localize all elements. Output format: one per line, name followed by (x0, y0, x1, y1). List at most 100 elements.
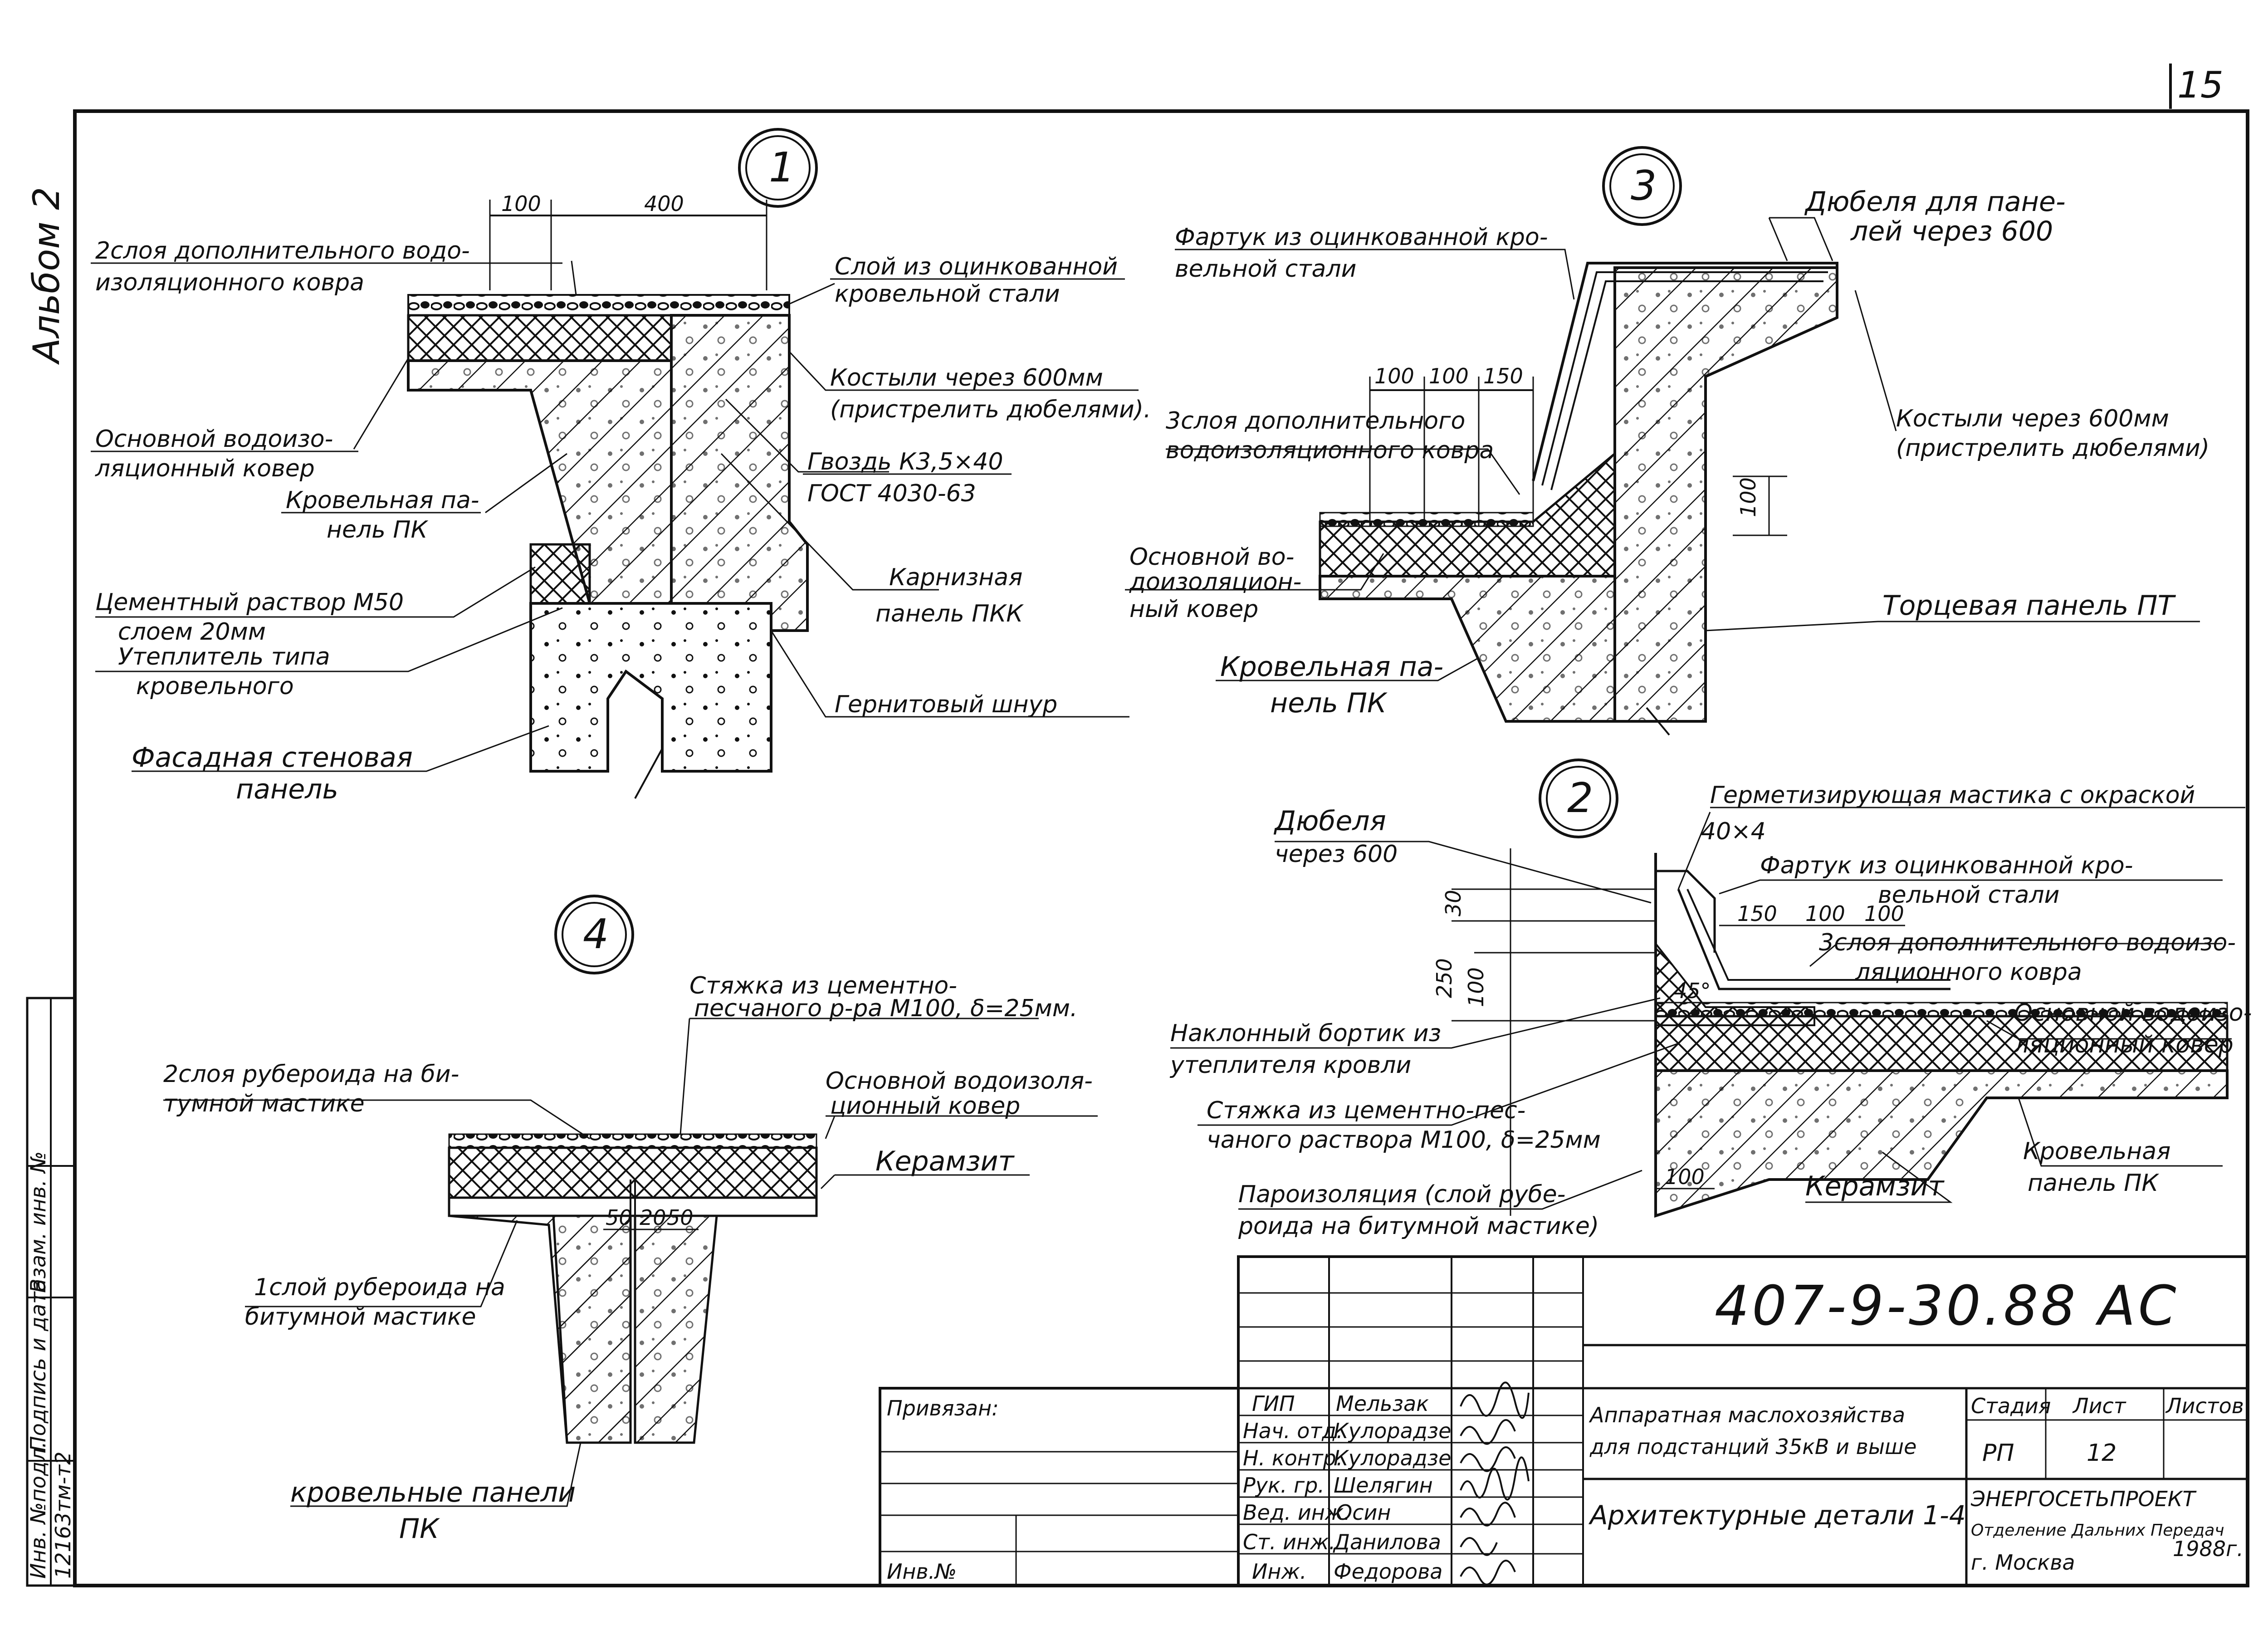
title-block-role-6: Инж. (1252, 1559, 1307, 1584)
detail-1-label-13: панель ПКК (875, 600, 1024, 627)
detail-2-dim-6: 100 (1665, 1165, 1705, 1189)
detail-3-marker: 3 (1631, 162, 1657, 210)
page-number: 15 (2177, 64, 2224, 106)
strip-text-replace: Взам. инв. № (26, 1151, 50, 1293)
detail-4-marker-circle (554, 895, 634, 974)
org-line-3: г. Москва (1971, 1550, 2075, 1575)
detail-2-label-12: Стяжка из цементно-пес- (1207, 1097, 1525, 1124)
detail-1-label-4: Костыли через 600мм (830, 364, 1103, 392)
sheet-title: Архитектурные детали 1-4 (1588, 1500, 1966, 1531)
sheets-header: Листов (2165, 1394, 2244, 1418)
detail-2-label-18: Керамзит (1805, 1170, 1945, 1202)
year: 1988г. (2173, 1537, 2244, 1561)
detail-1-label-9: ГОСТ 4030-63 (807, 480, 976, 507)
detail-3-label-1: лей через 600 (1850, 215, 2053, 247)
title-block-role-5: Ст. инж. (1243, 1530, 1335, 1554)
detail-1-label-7: ляционный ковер (95, 455, 315, 482)
detail-2-label-10: Наклонный бортик из (1170, 1020, 1441, 1047)
detail-3-label-4: 3слоя дополнительного (1166, 407, 1465, 435)
detail-1-label-20: панель (236, 773, 338, 805)
sheet-number: 12 (2087, 1439, 2116, 1467)
title-block-bound-label: Привязан: (887, 1396, 999, 1420)
detail-2-dim-5: 100 (1864, 901, 1904, 926)
detail-2-dim-4: 100 (1805, 901, 1845, 926)
stage-value: РП (1982, 1439, 2014, 1467)
detail-3-marker-circle (1602, 146, 1682, 226)
detail-2-label-0: Дюбеля (1273, 805, 1386, 837)
detail-1-label-8: Гвоздь К3,5×40 (807, 448, 1003, 475)
detail-3-label-13: нель ПК (1270, 687, 1388, 719)
sheet-header: Лист (2072, 1394, 2126, 1418)
detail-2-dim-7: 45° (1674, 979, 1711, 1003)
org-line-1: ЭНЕРГОСЕТЬПРОЕКТ (1970, 1487, 2197, 1511)
title-block-name-6: Федорова (1334, 1559, 1443, 1584)
title-block-name-4: Осин (1336, 1500, 1391, 1525)
detail-2-label-4: Фартук из оцинкованной кро- (1760, 852, 2133, 879)
detail-1-label-12: Карнизная (889, 564, 1022, 591)
org-line-2: Отделение Дальних Передач (1971, 1521, 2224, 1540)
detail-2-label-8: Основной водоизо- (2014, 999, 2252, 1027)
detail-3-dim-3: 100 (1736, 477, 1760, 517)
album-label: Альбом 2 (25, 187, 68, 365)
strip-text-inv: Инв. №подл. (26, 1441, 50, 1579)
detail-2-dim-3: 150 (1737, 901, 1777, 926)
detail-2-dim-1: 250 (1432, 958, 1457, 998)
detail-3-label-10: ный ковер (1129, 596, 1258, 623)
detail-4-label-8: битумной мастике (245, 1303, 476, 1331)
detail-1-dim-400: 400 (644, 191, 684, 216)
detail-1-label-10: Кровельная па- (286, 487, 479, 514)
detail-1-label-17: кровельного (136, 673, 294, 700)
detail-3-label-8: Основной во- (1129, 543, 1294, 571)
title-block-name-0: Мельзак (1336, 1391, 1429, 1416)
detail-2-dim-2: 100 (1464, 967, 1488, 1007)
detail-4-label-9: кровельные панели (290, 1477, 576, 1508)
detail-3-label-5: водоизоляционного ковра (1166, 437, 1494, 464)
title-block-name-5: Данилова (1333, 1530, 1441, 1554)
title-block-inv-label: Инв.№ (887, 1559, 957, 1584)
detail-1-label-6: Основной водоизо- (95, 426, 333, 453)
title-block-role-0: ГИП (1252, 1391, 1295, 1416)
detail-3: 3 100 100 150 100 (1125, 146, 2209, 736)
detail-4-dim-0: 50 (606, 1205, 632, 1230)
detail-1-label-3: кровельной стали (835, 280, 1060, 308)
detail-3-label-2: Фартук из оцинкованной кро- (1175, 224, 1548, 251)
detail-1-label-19: Фасадная стеновая (132, 742, 413, 773)
detail-2-label-1: через 600 (1275, 841, 1398, 868)
detail-3-dim-1: 100 (1429, 364, 1469, 388)
detail-1-label-1: изоляционного ковра (95, 269, 364, 296)
detail-1-marker-circle (738, 128, 818, 208)
detail-2-label-14: Кровельная (2023, 1138, 2170, 1165)
detail-3-dim-2: 150 (1483, 364, 1523, 388)
detail-2-label-2: Герметизирующая мастика с окраской (1710, 782, 2195, 809)
detail-1-label-2: Слой из оцинкованной (835, 253, 1118, 280)
detail-1-marker: 1 (769, 144, 795, 191)
detail-1-label-14: Цементный раствор М50 (95, 589, 404, 616)
detail-2-label-3: 40×4 (1701, 818, 1766, 845)
detail-4-label-4: Основной водоизоля- (826, 1067, 1093, 1095)
detail-2-label-11: утеплителя кровли (1169, 1052, 1411, 1079)
title-block-role-2: Н. контр. (1243, 1446, 1343, 1470)
detail-4-label-3: тумной мастике (163, 1090, 365, 1117)
detail-4-marker: 4 (583, 911, 609, 958)
detail-4: 4 50 20 50 Стяжка из цементно- песчаного… (163, 895, 1098, 1545)
detail-3-label-9: доизоляцион- (1129, 568, 1301, 596)
title-block-name-2: Кулорадзе (1334, 1446, 1451, 1470)
detail-4-dim-1: 20 (640, 1205, 666, 1230)
detail-4-label-1: песчаного р-ра М100, δ=25мм. (694, 995, 1078, 1022)
sheet-frame (73, 109, 2249, 1587)
drawing-code: 407-9-30.88 АС (1715, 1275, 2179, 1338)
title-block: Привязан: Инв.№ ГИП Нач. отд. Н. контр. … (879, 1255, 2249, 1587)
detail-2-label-15: панель ПК (2028, 1170, 2159, 1197)
title-block-name-3: Шелягин (1334, 1473, 1433, 1498)
detail-3-label-11: Торцевая панель ПТ (1882, 590, 2176, 622)
left-info-strip: Инв. №подл. Подпись и дата Взам. инв. № … (26, 997, 76, 1587)
detail-1-label-11: нель ПК (327, 516, 429, 543)
detail-2-label-5: вельной стали (1878, 881, 2059, 909)
detail-2-label-13: чаного раствора М100, δ=25мм (1207, 1126, 1601, 1154)
detail-2-label-16: Пароизоляция (слой рубе- (1238, 1181, 1565, 1208)
detail-2-label-6: 3слоя дополнительного водоизо- (1819, 929, 2236, 956)
detail-3-label-3: вельной стали (1175, 255, 1356, 283)
detail-4-dim-2: 50 (667, 1205, 694, 1230)
detail-2-label-7: ляционного ковра (1855, 959, 2082, 986)
detail-1-label-18: Гернитовый шнур (835, 691, 1057, 718)
